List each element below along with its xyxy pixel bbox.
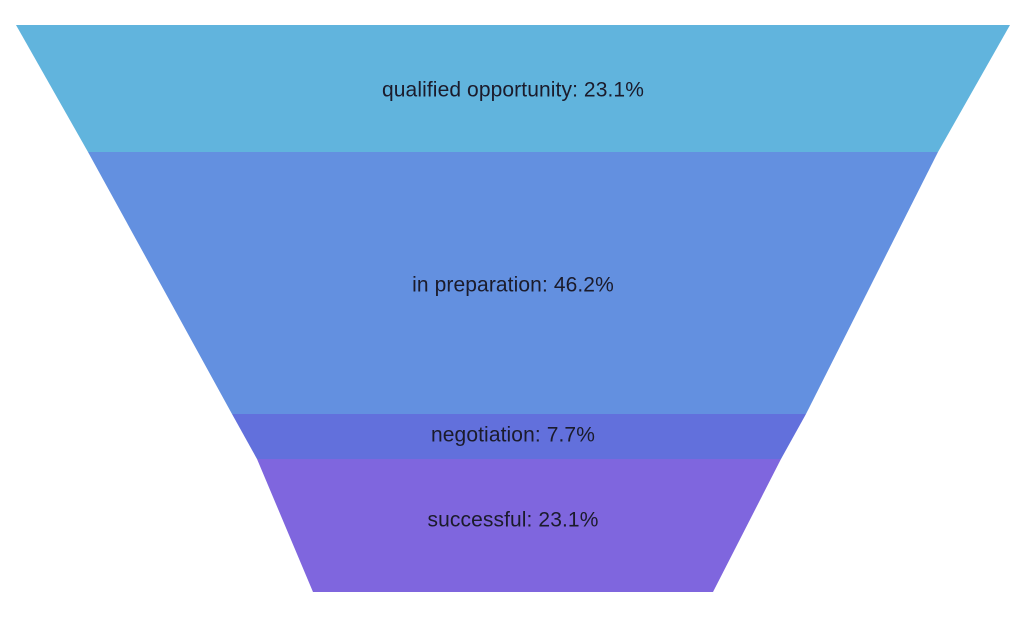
funnel-segment-label-in-preparation: in preparation: 46.2%	[412, 274, 614, 297]
funnel-segment-negotiation[interactable]	[232, 414, 806, 459]
funnel-labels-group: qualified opportunity: 23.1% in preparati…	[382, 79, 644, 532]
funnel-segment-in-preparation[interactable]	[88, 152, 938, 414]
funnel-segment-label-successful: successful: 23.1%	[428, 509, 599, 532]
funnel-segment-label-qualified-opportunity: qualified opportunity: 23.1%	[382, 79, 644, 102]
funnel-segment-qualified-opportunity[interactable]	[16, 25, 1010, 152]
funnel-segment-label-negotiation: negotiation: 7.7%	[431, 424, 595, 447]
funnel-segments-group	[16, 25, 1010, 592]
funnel-segment-successful[interactable]	[257, 459, 781, 592]
